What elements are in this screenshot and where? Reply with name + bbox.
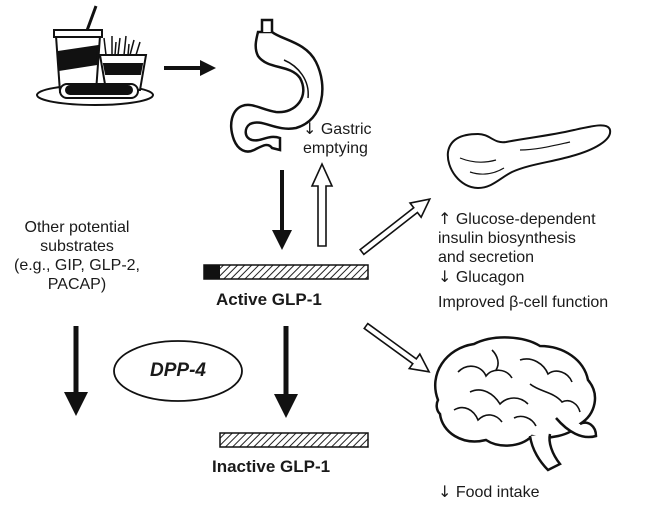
fast-food-icon: [36, 5, 154, 106]
food-to-stomach-arrow: [164, 60, 216, 76]
pancreas-effects-label: ↑ Glucose-dependent insulin biosynthesis…: [438, 209, 609, 311]
other-substrates-label: Other potential substrates (e.g., GIP, G…: [14, 219, 140, 293]
down-arrow-glyph: ↓: [303, 119, 317, 138]
n-terminal-dipeptide: [204, 265, 220, 279]
glp1-to-stomach-arrow: [310, 162, 334, 247]
stomach-to-glp1-arrow: [272, 170, 292, 250]
active-glp1-peptide: [203, 264, 369, 280]
other-substrates-arrow: [64, 326, 88, 416]
dpp4-label: DPP-4: [150, 360, 206, 381]
pancreas-icon: [446, 124, 612, 190]
active-glp1-label: Active GLP-1: [216, 290, 322, 309]
inactive-glp1-label: Inactive GLP-1: [212, 457, 331, 476]
brain-icon: [433, 336, 598, 472]
down-arrow-glyph: ↓: [438, 482, 452, 501]
gastric-emptying-label: ↓ Gastric emptying: [303, 119, 372, 157]
active-to-inactive-arrow: [274, 326, 298, 418]
glp1-to-pancreas-arrow: [359, 197, 432, 256]
food-intake-label: ↓ Food intake: [438, 482, 540, 501]
down-arrow-glyph: ↓: [438, 267, 452, 286]
glp1-to-brain-arrow: [363, 322, 431, 373]
dpp4-enzyme-ellipse: [113, 340, 243, 402]
inactive-glp1-peptide: [219, 432, 369, 448]
up-arrow-glyph: ↑: [438, 209, 452, 228]
stomach-icon: [230, 18, 324, 153]
